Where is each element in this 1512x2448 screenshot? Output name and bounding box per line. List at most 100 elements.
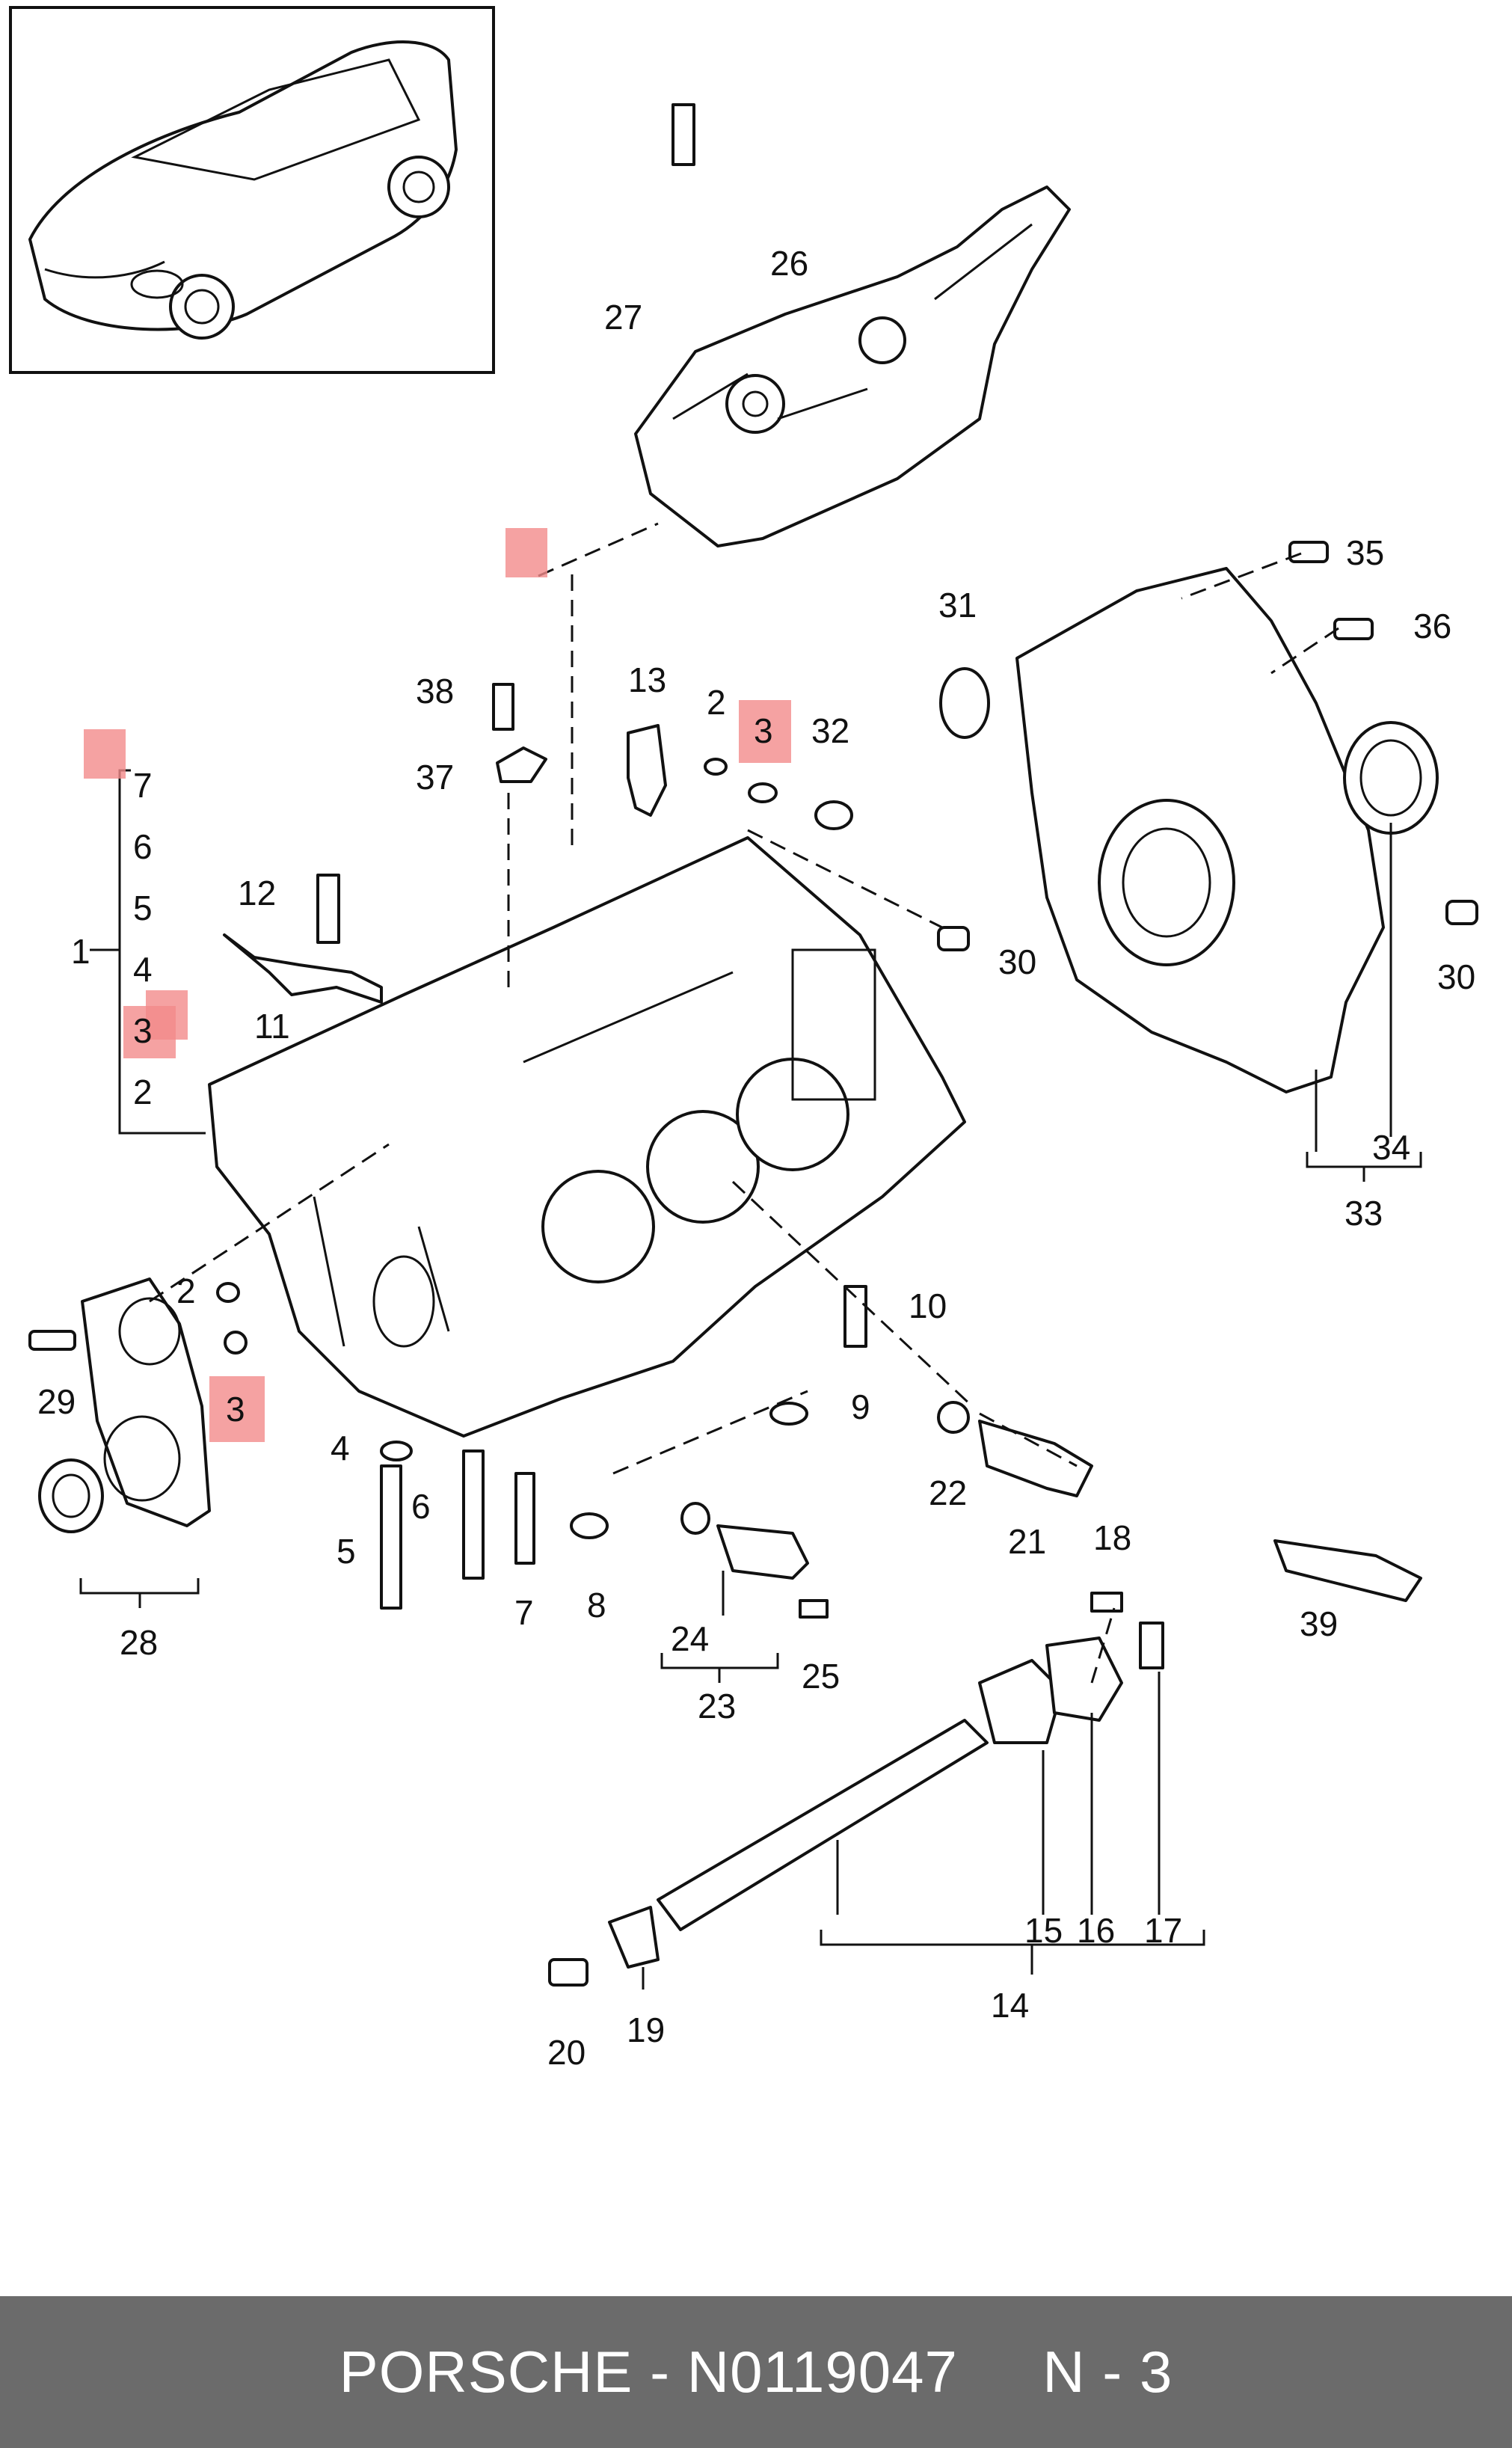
- bolt-38: [492, 683, 514, 731]
- callout-7: 7: [514, 1593, 534, 1632]
- callout-1: 1: [71, 932, 90, 971]
- callout-4-group: 4: [133, 950, 153, 989]
- callout-21: 21: [1008, 1522, 1046, 1561]
- callout-14: 14: [991, 1986, 1029, 2025]
- callout-30-mid: 30: [998, 942, 1036, 981]
- callout-20: 20: [547, 2033, 586, 2072]
- callout-2-group: 2: [133, 1073, 153, 1111]
- insert-13: [627, 724, 667, 817]
- bolt-12: [316, 874, 340, 944]
- stud-7: [514, 1472, 535, 1565]
- drive-shaft-14: [657, 1719, 989, 1931]
- callout-28: 28: [120, 1623, 158, 1662]
- ring-3-top: [748, 782, 778, 803]
- callout-36: 36: [1413, 607, 1451, 645]
- highlight-marker-5: [123, 1006, 176, 1058]
- bracket-11: [223, 933, 383, 1004]
- callout-17: 17: [1144, 1911, 1182, 1950]
- sleeve-30-right: [1445, 900, 1478, 925]
- callout-8: 8: [587, 1586, 606, 1625]
- highlight-marker-1: [505, 528, 547, 577]
- callout-32: 32: [811, 711, 849, 750]
- callout-30-right: 30: [1437, 957, 1475, 996]
- seal-31: [939, 667, 990, 739]
- caption-gap: [958, 2338, 1042, 2406]
- bolt-27: [672, 103, 695, 166]
- sleeve-30-mid: [937, 926, 970, 951]
- callout-12: 12: [238, 874, 276, 912]
- ring-4: [380, 1441, 413, 1461]
- part-number: N0119047: [686, 2339, 958, 2405]
- callout-35: 35: [1346, 533, 1384, 572]
- callout-6: 6: [411, 1487, 431, 1526]
- parts-diagram: 1 7 6 5 4 3 2 26 27 35 36 31 13 2 3 32 3…: [9, 6, 1478, 2072]
- callout-31: 31: [938, 586, 977, 625]
- callout-18: 18: [1093, 1518, 1131, 1557]
- oring-24: [680, 1502, 710, 1535]
- bolt-20: [548, 1958, 588, 1987]
- callout-5-group: 5: [133, 889, 153, 927]
- sealant-tube-39: [1273, 1539, 1422, 1602]
- vehicle-thumbnail: [9, 6, 495, 374]
- callout-33: 33: [1344, 1194, 1383, 1233]
- clamp-37: [496, 746, 547, 783]
- highlight-marker-3: [739, 700, 791, 763]
- ring-3-left: [224, 1331, 248, 1355]
- callout-16: 16: [1077, 1911, 1115, 1950]
- flange-16: [1045, 1636, 1123, 1722]
- callout-27: 27: [604, 298, 642, 337]
- callout-labels: 1 7 6 5 4 3 2 26 27 35 36 31 13 2 3 32 3…: [37, 244, 1475, 2072]
- callout-2-top: 2: [707, 683, 726, 722]
- highlight-marker-2: [84, 729, 126, 779]
- plug-21: [978, 1420, 1093, 1497]
- callout-25: 25: [802, 1657, 840, 1696]
- bolt-35: [1288, 541, 1329, 563]
- bolt-25: [799, 1599, 829, 1619]
- callout-19: 19: [627, 2010, 665, 2049]
- callout-3-left: 3: [226, 1390, 245, 1429]
- sensor-23: [716, 1524, 809, 1580]
- callout-39: 39: [1300, 1604, 1338, 1643]
- caption-separator: -: [633, 2339, 687, 2405]
- callout-22: 22: [929, 1473, 967, 1512]
- bolt-36: [1333, 618, 1374, 640]
- callout-2-left: 2: [176, 1271, 196, 1310]
- callout-4: 4: [331, 1429, 350, 1467]
- callout-23: 23: [698, 1687, 736, 1725]
- bolt-18: [1090, 1592, 1123, 1613]
- bolt-29: [28, 1330, 76, 1351]
- callout-11: 11: [254, 1007, 290, 1046]
- oring-8: [570, 1512, 609, 1539]
- seal-32: [814, 800, 853, 830]
- callout-7-group: 7: [133, 766, 153, 805]
- clamp-19: [608, 1906, 660, 1969]
- upper-cover-part: [634, 185, 1071, 547]
- callout-9: 9: [851, 1387, 870, 1426]
- bolt-6: [462, 1450, 485, 1580]
- engine-block-part: [208, 836, 966, 1438]
- seal-22: [937, 1401, 970, 1434]
- rear-cover-part: [1015, 567, 1385, 1093]
- callout-6-group: 6: [133, 827, 153, 866]
- callout-3-group: 3: [133, 1011, 153, 1050]
- callout-34: 34: [1372, 1128, 1410, 1167]
- callout-37: 37: [416, 758, 454, 797]
- part-caption-bar: PORSCHE - N0119047 N - 3: [0, 2296, 1512, 2448]
- callout-3-top: 3: [754, 711, 773, 750]
- callout-10: 10: [909, 1286, 947, 1325]
- ring-2-left: [216, 1282, 240, 1303]
- bolt-17: [1139, 1622, 1164, 1669]
- callout-13: 13: [628, 660, 666, 699]
- callout-15: 15: [1024, 1911, 1063, 1950]
- callout-24: 24: [671, 1619, 709, 1658]
- seal-ring-34: [1343, 721, 1439, 835]
- callout-26: 26: [770, 244, 808, 283]
- washer-9: [769, 1402, 808, 1426]
- callout-5: 5: [336, 1532, 356, 1571]
- diagram-reference: N - 3: [1042, 2339, 1173, 2405]
- flange-15: [978, 1659, 1063, 1744]
- callout-38: 38: [416, 672, 454, 711]
- front-gasket-part: [38, 1277, 211, 1533]
- brand-name: PORSCHE: [339, 2339, 633, 2405]
- callout-29: 29: [37, 1382, 76, 1421]
